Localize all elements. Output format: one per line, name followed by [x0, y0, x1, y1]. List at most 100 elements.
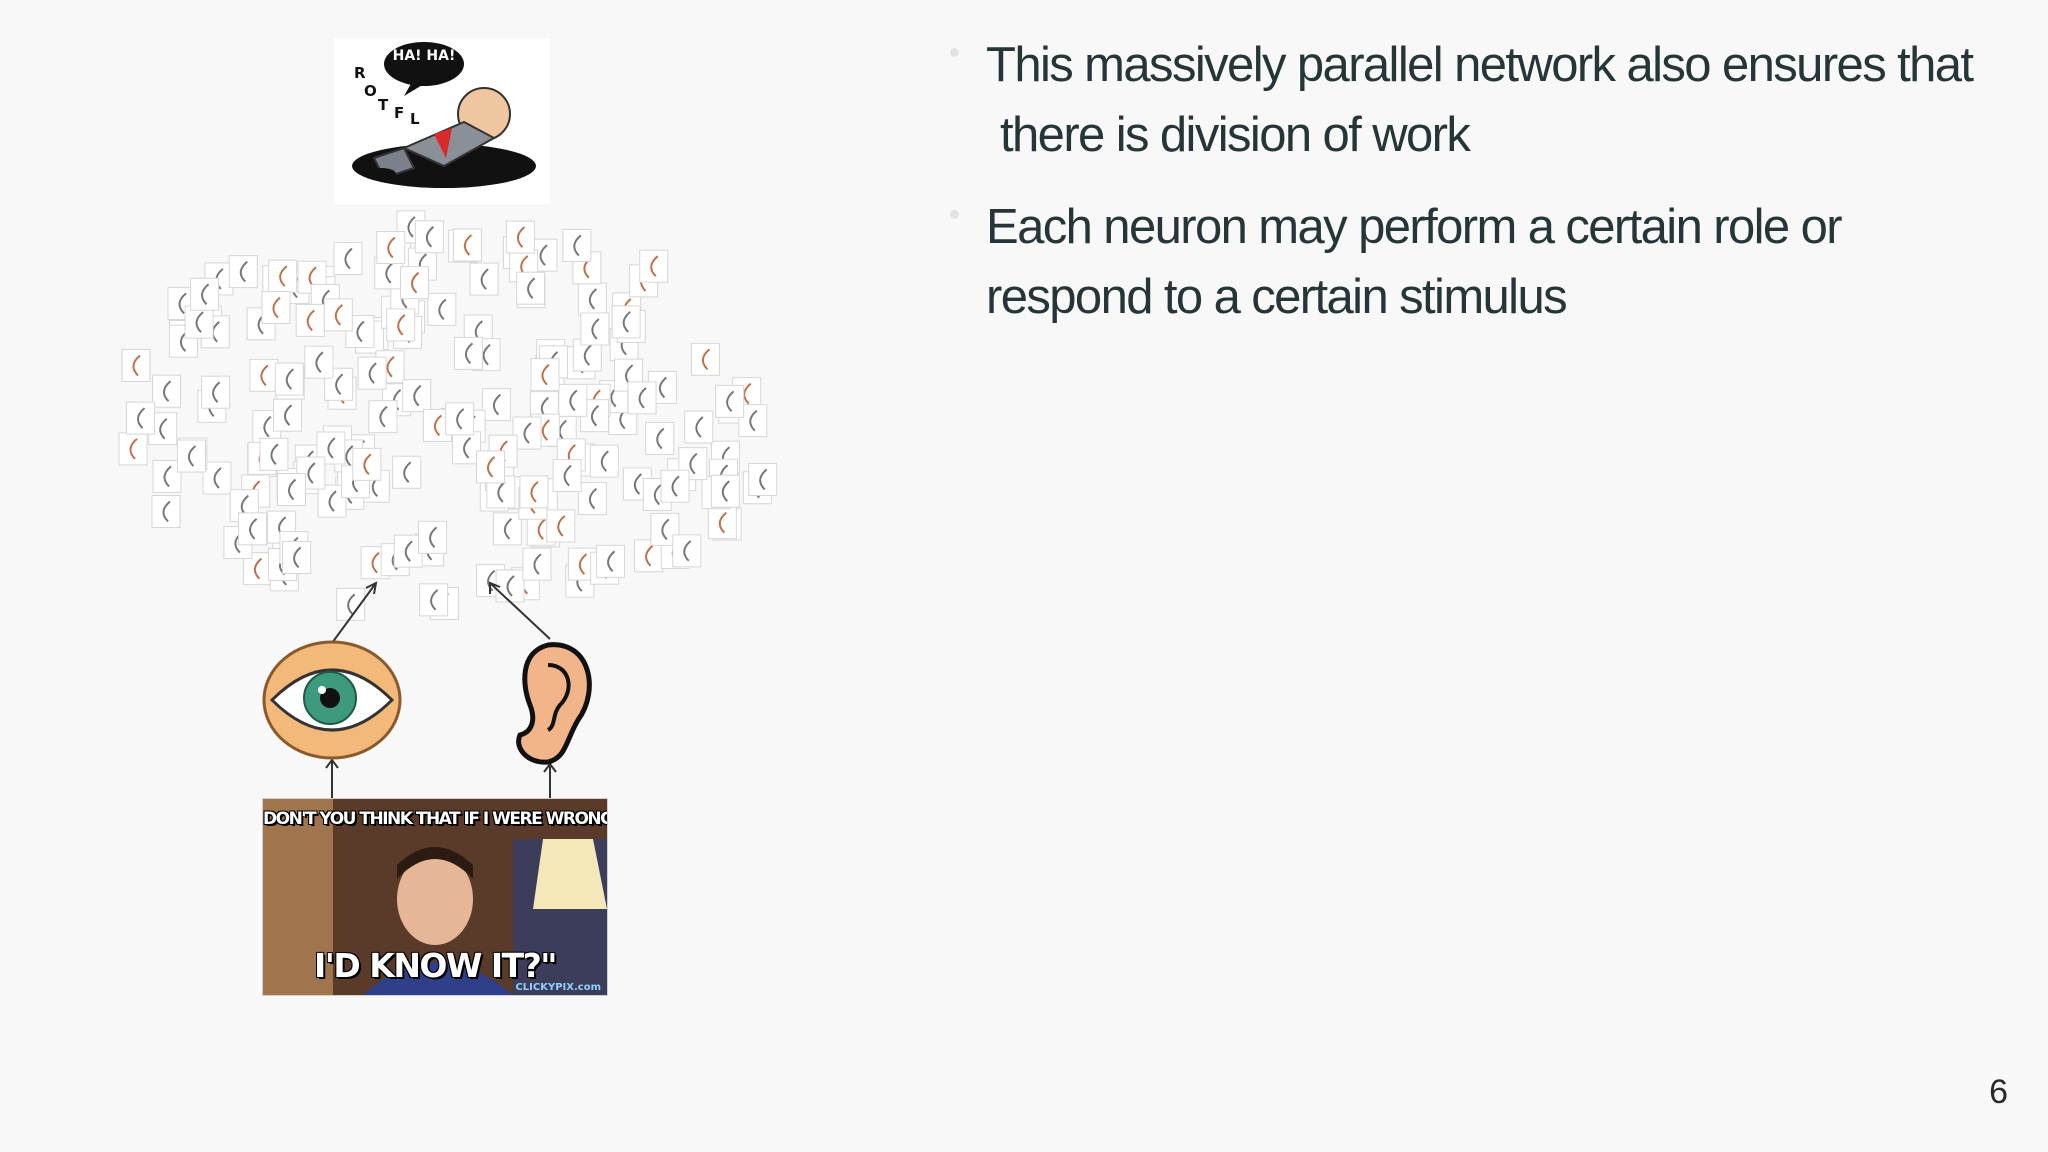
- neuron-tile: [352, 447, 382, 481]
- neuron-tile: [577, 282, 607, 316]
- neuron-tile: [168, 324, 198, 358]
- neuron-tile: [495, 569, 525, 603]
- neuron-tile: [516, 271, 546, 305]
- neuron-tile: [627, 381, 657, 415]
- neuron-tile: [690, 342, 720, 376]
- neuron-tile: [562, 228, 592, 262]
- page-number: 6: [1989, 1073, 2008, 1111]
- neuron-tile: [402, 379, 432, 413]
- neuron-tile: [639, 249, 669, 283]
- neuron-tile: [672, 534, 702, 568]
- neuron-tile: [519, 475, 549, 509]
- neuron-tile: [176, 439, 206, 473]
- rotfl-letter: R: [354, 64, 366, 82]
- neuron-tile: [121, 349, 151, 383]
- neuron-tile: [580, 312, 610, 346]
- neuron-tile: [558, 383, 588, 417]
- neuron-tile: [323, 298, 353, 332]
- neuron-tile: [152, 374, 182, 408]
- neuron-tile: [268, 259, 298, 293]
- neuron-tile: [336, 587, 366, 621]
- bullet-dot-icon: [950, 210, 959, 219]
- eye-to-network-arrow: [331, 582, 377, 644]
- neuron-tile: [414, 220, 444, 254]
- neuron-tile: [469, 262, 499, 296]
- bullet-text-line: respond to a certain stimulus: [986, 270, 1568, 324]
- neuron-tile: [645, 422, 675, 456]
- neuron-tile: [393, 534, 423, 568]
- neuron-tile: [259, 437, 289, 471]
- neuron-tile: [261, 291, 291, 325]
- neuron-tile: [202, 461, 232, 495]
- neuron-tile: [419, 583, 449, 617]
- neuron-tile: [530, 358, 560, 392]
- ear-icon: [516, 642, 592, 765]
- rotfl-letter: O: [364, 82, 377, 100]
- neuron-tile: [427, 292, 457, 326]
- neuron-tile: [589, 444, 619, 478]
- neuron-tile: [481, 388, 511, 422]
- rotfl-letter: L: [410, 110, 420, 128]
- neuron-tile: [476, 450, 506, 484]
- meme-top-caption: DON'T YOU THINK THAT IF I WERE WRONG,: [263, 809, 608, 829]
- neuron-tile: [118, 432, 148, 466]
- neuron-tile: [190, 277, 220, 311]
- neuron-tile: [249, 358, 279, 392]
- rotfl-letter: T: [378, 96, 389, 114]
- neuron-tile: [304, 345, 334, 379]
- eye-icon: [262, 640, 402, 760]
- neuron-tile: [715, 384, 745, 418]
- neuron-tile: [151, 494, 181, 528]
- neuron-tile: [282, 540, 312, 574]
- neuron-tile: [577, 482, 607, 516]
- laugh-text: HA! HA!: [393, 48, 456, 64]
- bullet-list: This massively parallel network also ens…: [950, 30, 2010, 354]
- neuron-tile: [152, 459, 182, 493]
- neuron-tile: [453, 336, 483, 370]
- neuron-tile: [418, 520, 448, 554]
- neuron-tile: [238, 512, 268, 546]
- neuron-tile: [552, 459, 582, 493]
- neuron-tile: [295, 303, 325, 337]
- neuron-tile: [376, 231, 406, 265]
- neuron-tile: [452, 228, 482, 262]
- illustration: [118, 210, 778, 798]
- neuron-tile: [126, 401, 156, 435]
- neuron-tile: [684, 410, 714, 444]
- neuron-tile: [392, 455, 422, 489]
- neuron-tile: [505, 220, 535, 254]
- meme-credit: CLICKYPIX.com: [515, 982, 601, 993]
- neuron-tile: [386, 308, 416, 342]
- neuron-tile: [400, 266, 430, 300]
- neuron-network-icon: [118, 210, 778, 621]
- neuron-tile: [357, 356, 387, 390]
- meme-image: DON'T YOU THINK THAT IF I WERE WRONG, I'…: [262, 798, 608, 996]
- neuron-tile: [546, 509, 576, 543]
- neuron-tile: [201, 375, 231, 409]
- ear-to-network-arrow: [489, 582, 551, 640]
- neuron-tile: [368, 400, 398, 434]
- neuron-tile: [710, 474, 740, 508]
- bullet-item: This massively parallel network also ens…: [950, 30, 2010, 170]
- neuron-tile: [277, 473, 307, 507]
- neuron-tile: [228, 255, 258, 289]
- neuron-tile: [452, 431, 482, 465]
- neuron-tile: [184, 305, 214, 339]
- neuron-tile: [611, 305, 641, 339]
- neuron-tile: [512, 416, 542, 450]
- neuron-tile: [660, 469, 690, 503]
- bullet-item: Each neuron may perform a certain role o…: [950, 192, 2010, 332]
- bullet-text-line: Each neuron may perform a certain role o…: [986, 200, 1843, 254]
- rotfl-letter: F: [394, 104, 404, 122]
- neuron-tile: [748, 462, 778, 496]
- meme-bottom-caption: I'D KNOW IT?": [313, 946, 558, 985]
- neuron-tile: [274, 362, 304, 396]
- neuron-tile: [492, 512, 522, 546]
- neuron-tile: [422, 408, 452, 442]
- neuron-tile: [596, 544, 626, 578]
- bullet-text-line: there is division of work: [1000, 108, 1471, 162]
